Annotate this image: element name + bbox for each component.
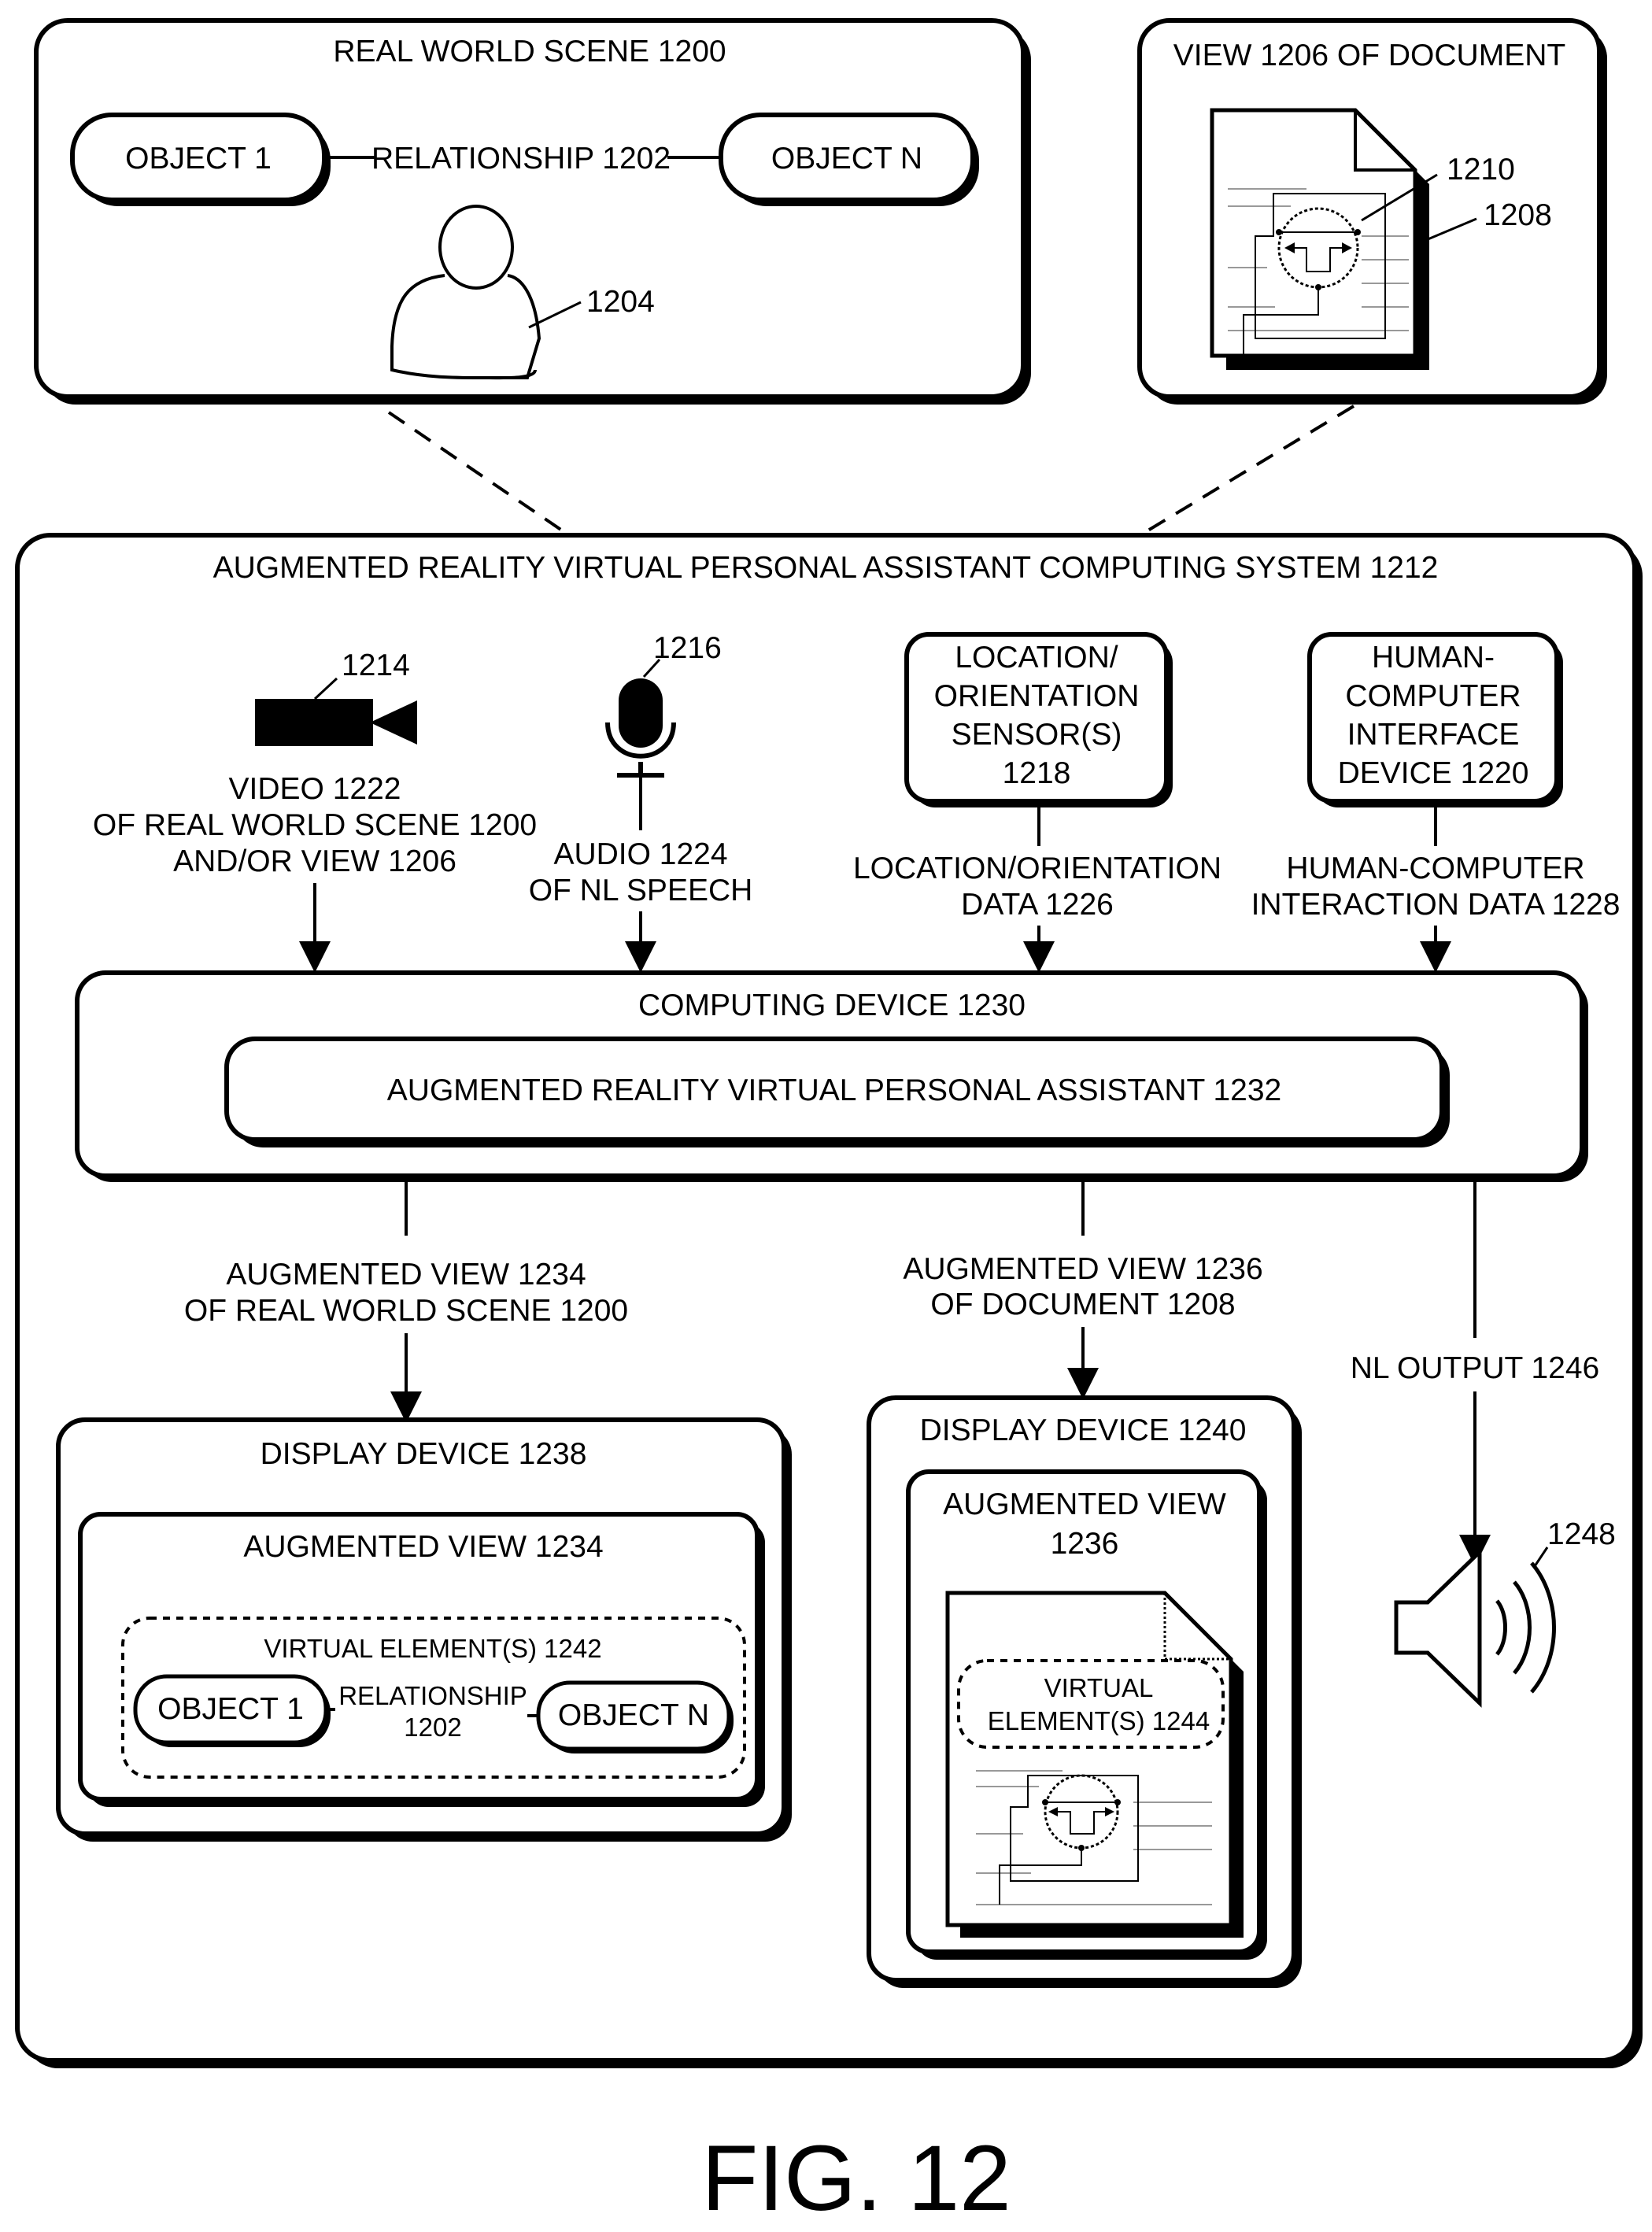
display-object-n-label: OBJECT N	[558, 1698, 709, 1732]
hci-box-line-1: HUMAN-	[1372, 641, 1495, 674]
document-view-panel: VIEW 1206 OF DOCUMENT	[1140, 20, 1607, 405]
camera-label-line-2: OF REAL WORLD SCENE 1200	[93, 808, 537, 842]
display-relationship-line-1: RELATIONSHIP	[338, 1681, 527, 1710]
aug-1236-line-2: OF DOCUMENT 1208	[930, 1288, 1235, 1321]
figure-label: FIG. 12	[701, 2127, 1011, 2230]
hci-box-line-2: COMPUTER	[1345, 679, 1521, 713]
aug-1236-line-1: AUGMENTED VIEW 1236	[903, 1252, 1262, 1286]
display-1240-title: DISPLAY DEVICE 1240	[920, 1413, 1247, 1447]
location-sensor-box: LOCATION/ ORIENTATION SENSOR(S) 1218	[907, 634, 1173, 807]
location-label-line-2: DATA 1226	[961, 888, 1114, 922]
ref-1210: 1210	[1447, 153, 1515, 187]
ref-1208: 1208	[1484, 198, 1552, 232]
virtual-elements-1244-line-1: VIRTUAL	[1044, 1673, 1154, 1702]
hci-box-line-3: INTERFACE	[1347, 718, 1520, 752]
display-device-1238: DISPLAY DEVICE 1238 AUGMENTED VIEW 1234 …	[58, 1420, 792, 1842]
aug-1234-line-1: AUGMENTED VIEW 1234	[226, 1258, 586, 1292]
scene-dashed-connector	[389, 412, 567, 534]
person-ref: 1204	[586, 285, 655, 319]
document-view-title: VIEW 1206 OF DOCUMENT	[1173, 39, 1565, 72]
nl-output-label: NL OUTPUT 1246	[1351, 1351, 1599, 1385]
location-label-line-1: LOCATION/ORIENTATION	[853, 852, 1221, 885]
virtual-elements-1242-label: VIRTUAL ELEMENT(S) 1242	[264, 1634, 601, 1663]
camera-label-line-1: VIDEO 1222	[229, 772, 401, 806]
hci-box-line-4: DEVICE 1220	[1338, 756, 1529, 790]
document-icon-augmented	[948, 1593, 1244, 1938]
display-1238-view-title: AUGMENTED VIEW 1234	[243, 1530, 603, 1564]
display-relationship-line-2: 1202	[404, 1713, 461, 1742]
display-1240-view-line-1: AUGMENTED VIEW	[943, 1487, 1226, 1521]
speaker-ref: 1248	[1547, 1517, 1616, 1551]
mic-ref: 1216	[653, 631, 722, 665]
virtual-elements-1244-line-2: ELEMENT(S) 1244	[988, 1706, 1210, 1735]
hci-label-line-2: INTERACTION DATA 1228	[1251, 888, 1621, 922]
system-title: AUGMENTED REALITY VIRTUAL PERSONAL ASSIS…	[213, 551, 1439, 585]
location-box-line-4: 1218	[1003, 756, 1071, 790]
display-1238-title: DISPLAY DEVICE 1238	[261, 1437, 587, 1471]
real-world-scene-title: REAL WORLD SCENE 1200	[333, 35, 726, 68]
display-1240-view-line-2: 1236	[1051, 1527, 1119, 1561]
display-device-1240: DISPLAY DEVICE 1240 AUGMENTED VIEW 1236	[869, 1398, 1302, 1988]
computing-device-title: COMPUTING DEVICE 1230	[638, 989, 1026, 1022]
camera-label-line-3: AND/OR VIEW 1206	[173, 844, 456, 878]
camera-ref: 1214	[342, 649, 410, 682]
hci-device-box: HUMAN- COMPUTER INTERFACE DEVICE 1220	[1310, 634, 1563, 807]
object-1-node: OBJECT 1	[72, 115, 331, 206]
document-icon	[1212, 110, 1429, 370]
location-box-line-1: LOCATION/	[955, 641, 1118, 674]
object-n-label: OBJECT N	[771, 142, 922, 176]
object-1-label: OBJECT 1	[125, 142, 272, 176]
document-dashed-connector	[1143, 406, 1354, 534]
assistant-label: AUGMENTED REALITY VIRTUAL PERSONAL ASSIS…	[387, 1074, 1281, 1107]
computing-device-box: COMPUTING DEVICE 1230 AUGMENTED REALITY …	[77, 973, 1588, 1182]
display-object-1-label: OBJECT 1	[157, 1692, 304, 1726]
object-n-node: OBJECT N	[721, 115, 979, 206]
aug-1234-line-2: OF REAL WORLD SCENE 1200	[184, 1294, 628, 1328]
hci-label-line-1: HUMAN-COMPUTER	[1286, 852, 1584, 885]
relationship-label: RELATIONSHIP 1202	[371, 142, 671, 176]
mic-label-line-2: OF NL SPEECH	[529, 874, 753, 907]
mic-label-line-1: AUDIO 1224	[553, 837, 727, 871]
real-world-scene-panel: REAL WORLD SCENE 1200 OBJECT 1 OBJECT N …	[36, 20, 1031, 405]
location-box-line-3: SENSOR(S)	[952, 718, 1122, 752]
location-box-line-2: ORIENTATION	[934, 679, 1140, 713]
